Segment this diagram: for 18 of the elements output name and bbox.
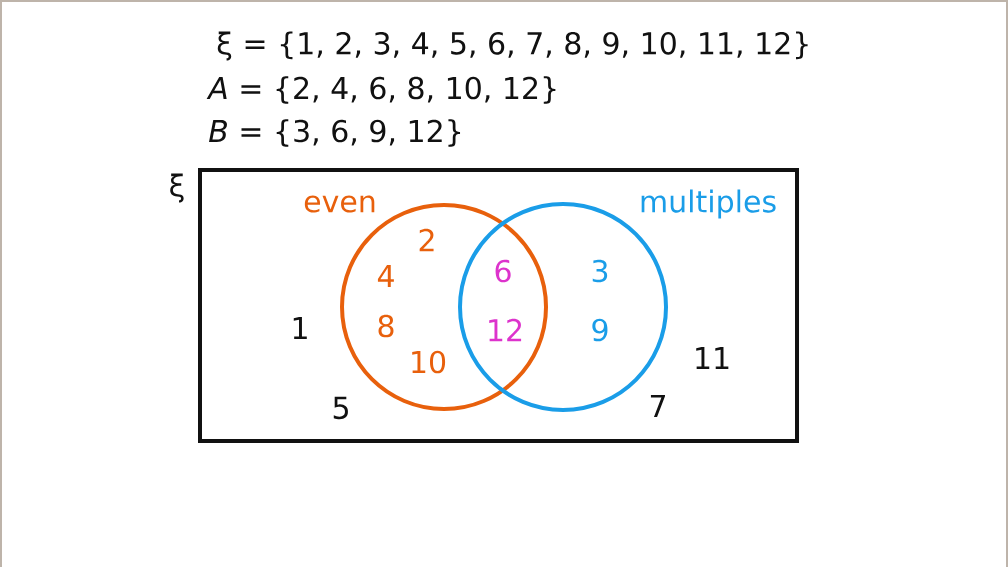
universal-set-symbol: ξ: [170, 173, 184, 203]
element-number: 12: [489, 318, 522, 342]
element-number: 9: [592, 318, 608, 342]
element-number: 1: [293, 317, 307, 339]
set-definition: A = {2, 4, 6, 8, 10, 12}: [206, 76, 556, 104]
set-name: even: [304, 195, 375, 213]
element-number: 7: [650, 395, 665, 417]
element-number: 5: [333, 396, 348, 420]
element-number: 11: [696, 347, 729, 369]
element-number: 3: [592, 259, 608, 283]
set-name: multiples: [641, 189, 776, 219]
element-number: 4: [377, 265, 394, 287]
set-definition: B = {3, 6, 9, 12}: [209, 119, 461, 147]
element-number: 6: [495, 259, 511, 283]
element-number: 2: [419, 228, 434, 252]
element-number: 8: [378, 314, 394, 338]
element-number: 10: [412, 350, 446, 374]
set-definition: ξ = {1, 2, 3, 4, 5, 6, 7, 8, 9, 10, 11, 12}: [217, 31, 808, 61]
